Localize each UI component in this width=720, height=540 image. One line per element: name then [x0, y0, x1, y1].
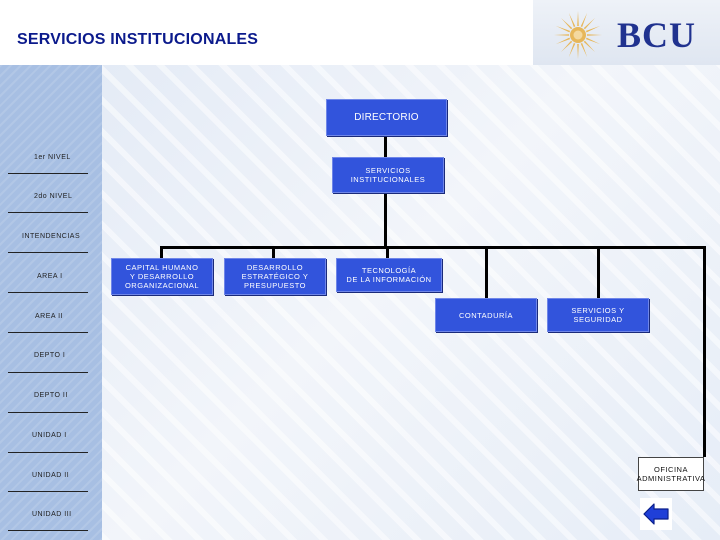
level-label-intendencias: INTENDENCIAS: [22, 233, 81, 240]
sun-ray: [555, 25, 571, 33]
connector-line: [703, 246, 706, 457]
sun-ray: [585, 37, 601, 45]
sun-ray: [568, 12, 576, 28]
logo-text: BCU: [617, 15, 697, 55]
sun-ray: [586, 34, 602, 36]
level-divider: [8, 530, 88, 531]
level-label-area-i: AREA I: [37, 273, 63, 280]
node-capital-humano[interactable]: CAPITAL HUMANO Y DESARROLLO ORGANIZACION…: [111, 258, 213, 295]
level-divider: [8, 452, 88, 453]
page-title: SERVICIOS INSTITUCIONALES: [17, 31, 259, 48]
back-arrow-icon: [643, 503, 669, 525]
level-label-depto-ii: DEPTO II: [34, 392, 68, 399]
sun-ray: [580, 12, 588, 28]
level-divider: [8, 212, 88, 213]
level-label-unidad-iii: UNIDAD III: [32, 511, 72, 518]
sun-ray: [561, 18, 573, 30]
back-button[interactable]: [640, 498, 672, 530]
level-divider: [8, 412, 88, 413]
level-divider: [8, 372, 88, 373]
connector-line: [597, 246, 600, 299]
sun-ray: [555, 37, 571, 45]
level-divider: [8, 173, 88, 174]
level-divider: [8, 252, 88, 253]
sun-ray: [580, 42, 588, 58]
node-servicios-seguridad[interactable]: SERVICIOS Y SEGURIDAD: [547, 298, 649, 332]
sidebar: [0, 65, 102, 540]
connector-line: [160, 246, 163, 260]
sun-ray: [585, 25, 601, 33]
level-label-area-ii: AREA II: [35, 313, 64, 320]
connector-line: [272, 246, 275, 260]
node-servicios-institucionales[interactable]: SERVICIOS INSTITUCIONALES: [332, 157, 444, 193]
sun-ray: [568, 42, 576, 58]
sun-ray: [577, 43, 579, 59]
node-tecnologia-informacion[interactable]: TECNOLOGÍA DE LA INFORMACIÓN: [336, 258, 442, 292]
level-divider: [8, 332, 88, 333]
sun-ray: [554, 34, 570, 36]
level-label-unidad-ii: UNIDAD II: [32, 472, 70, 479]
node-oficina-administrativa[interactable]: OFICINA ADMINISTRATIVA: [637, 457, 705, 491]
sun-ray: [583, 18, 595, 30]
level-divider: [8, 292, 88, 293]
sun-icon: [554, 11, 602, 59]
connector-line: [386, 246, 389, 260]
connector-line: [384, 136, 387, 157]
sun-ray: [583, 40, 595, 52]
sun-ray: [577, 11, 579, 27]
level-label-2do-nivel: 2do NIVEL: [34, 193, 73, 200]
node-directorio[interactable]: DIRECTORIO: [326, 99, 447, 136]
node-desarrollo-estrategico[interactable]: DESARROLLO ESTRATÉGICO Y PRESUPUESTO: [224, 258, 326, 295]
connector-line: [485, 246, 488, 299]
level-label-unidad-i: UNIDAD I: [32, 432, 67, 439]
level-label-1er-nivel: 1er NIVEL: [34, 154, 71, 161]
level-label-depto-i: DEPTO I: [34, 352, 66, 359]
sun-ray: [561, 40, 573, 52]
logo-banner: [533, 0, 720, 65]
node-contaduria[interactable]: CONTADURÍA: [435, 298, 537, 332]
connector-line: [384, 192, 387, 248]
level-divider: [8, 491, 88, 492]
connector-line: [160, 246, 705, 249]
